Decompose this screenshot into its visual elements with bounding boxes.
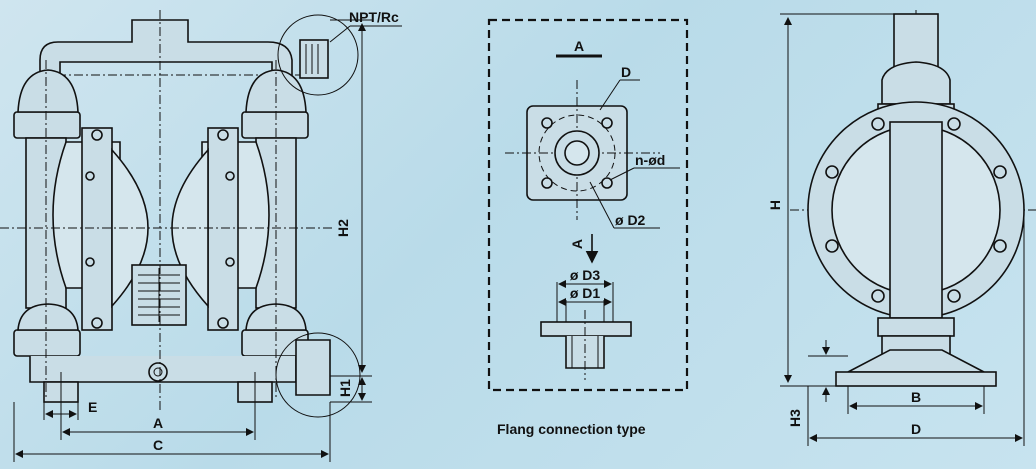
flange-detail: A D n-ød ø D2 A ø D3 ø	[487, 18, 689, 392]
pump-front-view: NPT/Rc H2 H1 E A C	[0, 9, 402, 462]
pump-side-view: H H3 B D	[767, 10, 1036, 446]
d1-label: ø D1	[570, 285, 601, 301]
h-label: H	[767, 200, 783, 210]
e-label: E	[88, 399, 97, 415]
d-width-label: D	[911, 421, 921, 437]
h1-label: H1	[337, 379, 353, 397]
flange-bolt-holes	[541, 117, 613, 189]
h2-label: H2	[335, 219, 351, 237]
ring-bolts	[825, 117, 1007, 303]
n-od-label: n-ød	[635, 152, 665, 168]
muffler-fins	[138, 268, 180, 322]
d2-label: ø D2	[615, 212, 646, 228]
thread-label: NPT/Rc	[349, 9, 399, 25]
arrow-a-label: A	[569, 239, 585, 249]
clamp-bolts	[85, 129, 235, 329]
h3-label: H3	[787, 409, 803, 427]
a-label: A	[153, 415, 163, 431]
section-a-label: A	[574, 38, 584, 54]
c-label: C	[153, 437, 163, 453]
d-label: D	[621, 64, 631, 80]
b-label: B	[911, 389, 921, 405]
flange-caption: Flang connection type	[497, 421, 646, 437]
d3-label: ø D3	[570, 267, 601, 283]
